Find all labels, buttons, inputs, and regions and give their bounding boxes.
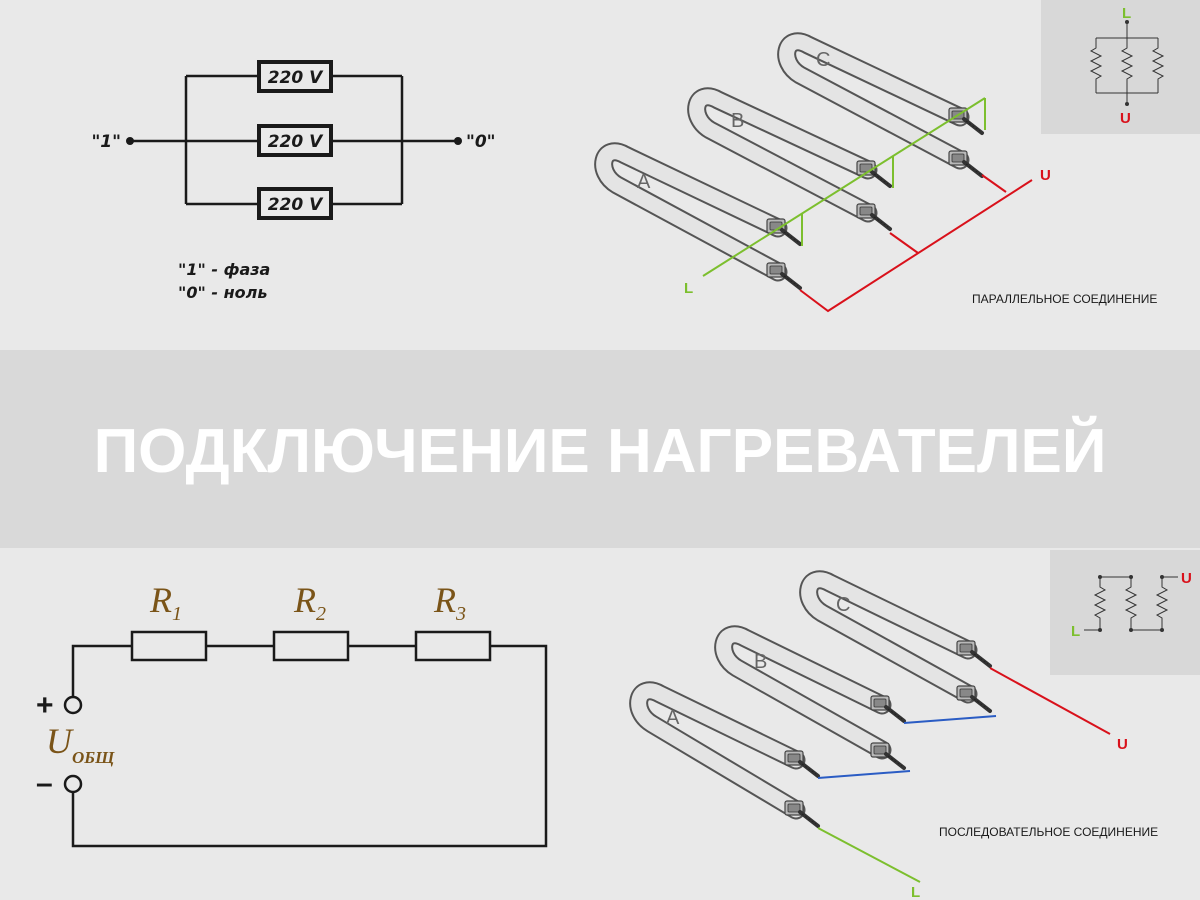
series-heater-tube-b [714,625,906,770]
legend-phase: "1" - фаза [178,260,270,279]
heater-label-b-parallel: B [731,110,744,132]
series-caption: ПОСЛЕДОВАТЕЛЬНОЕ СОЕДИНЕНИЕ [939,825,1158,839]
series-jumpers [817,715,997,779]
neutral-terminal-label: "0" [466,132,496,152]
voltage-label: UОБЩ [46,721,115,767]
series-resistor-1 [130,630,208,662]
series-heater-tube-a [629,681,820,828]
minus-terminal [63,774,83,794]
plus-sign: + [36,689,54,722]
series-resistor-3 [414,630,492,662]
heater-label-b-series: B [754,651,767,673]
title-banner: ПОДКЛЮЧЕНИЕ НАГРЕВАТЕЛЕЙ [0,350,1200,548]
parallel-inset-panel [1041,0,1200,134]
phase-terminal-label: "1" [91,132,121,152]
parallel-inset: L U [1041,0,1200,134]
parallel-inset-wires [1089,22,1165,104]
series-heaters: A B C L U ПОСЛЕДОВАТЕЛЬНОЕ СОЕДИНЕНИЕ [629,570,1158,900]
plus-terminal [63,695,83,715]
heater-tube-a [594,142,802,290]
phase-label-series: L [911,884,920,900]
heater-label-a-parallel: A [637,171,651,193]
series-inset: L U [1050,550,1200,675]
phase-wire-series [817,827,921,883]
phase-wire-parallel [702,97,986,277]
neutral-terminal-dot [454,137,462,145]
neutral-wire-parallel [799,174,1033,313]
neutral-label-parallel: U [1040,167,1051,184]
phase-terminal-dot [126,137,134,145]
neutral-label-series: U [1117,736,1128,753]
series-inset-right-label: U [1181,570,1192,587]
banner-background [0,350,1200,548]
heater-tube-b [687,87,892,231]
resistor-label-3: 220 V [268,195,324,215]
resistor-box-2 [257,124,333,157]
resistor-label-2: 220 V [268,132,324,152]
minus-sign: – [36,767,53,800]
parallel-heaters: A B C L U ПАРАЛЛЕЛЬНОЕ СОЕДИНЕНИЕ [594,32,1157,313]
banner-title: ПОДКЛЮЧЕНИЕ НАГРЕВАТЕЛЕЙ [94,416,1107,486]
series-wires [71,644,548,848]
neutral-wire-series [989,667,1111,735]
legend-neutral: "0" - ноль [178,283,267,302]
parallel-inset-bottom-label: U [1120,110,1131,127]
r2-label: R2 [293,580,326,625]
resistor-box-3 [257,187,333,220]
heater-tube-c [777,32,984,178]
heater-label-c-parallel: C [816,49,830,71]
series-inset-wires [1084,576,1178,631]
series-heater-tube-c [799,570,992,713]
series-resistor-2 [272,630,350,662]
parallel-inset-top-label: L [1122,5,1131,22]
heater-label-a-series: A [666,707,680,729]
phase-label-parallel: L [684,280,693,297]
parallel-caption: ПАРАЛЛЕЛЬНОЕ СОЕДИНЕНИЕ [972,292,1157,306]
r1-label: R1 [149,580,182,625]
series-inset-panel [1050,550,1200,675]
resistor-label-1: 220 V [268,68,324,88]
r3-label: R3 [433,580,466,625]
series-schematic: + – R1 R2 R3 UОБЩ [36,580,548,848]
resistor-box-1 [257,60,333,93]
parallel-schematic: 220 V 220 V 220 V "1" "0" "1" - фаза "0"… [91,60,496,302]
series-inset-left-label: L [1071,623,1080,640]
heater-label-c-series: C [836,594,850,616]
